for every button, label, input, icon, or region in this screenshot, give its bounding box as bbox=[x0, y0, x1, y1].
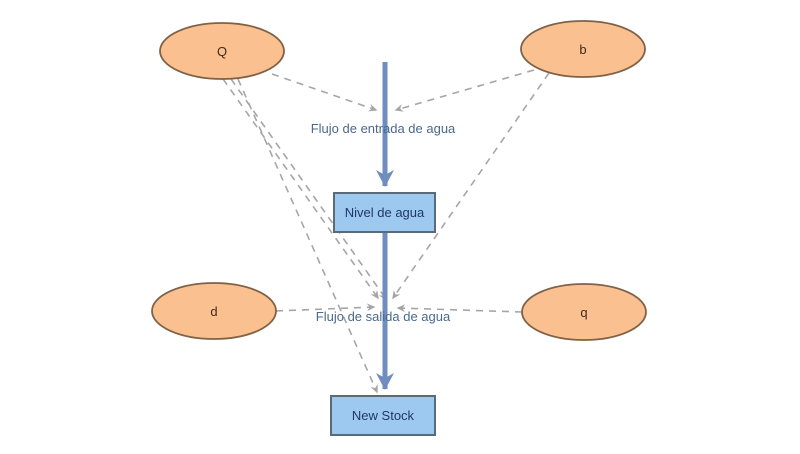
link-q-upper-to-entrada bbox=[271, 73, 378, 112]
stock-new-stock[interactable]: New Stock bbox=[330, 395, 436, 436]
stock-nivel-de-agua-box[interactable] bbox=[333, 192, 436, 233]
variable-d[interactable]: d bbox=[151, 282, 277, 340]
variable-q-lower-label: q bbox=[580, 305, 587, 320]
variable-b[interactable]: b bbox=[520, 20, 646, 78]
link-b-to-salida bbox=[392, 72, 550, 300]
variable-q-lower[interactable]: q bbox=[521, 283, 647, 341]
link-b-to-entrada bbox=[394, 69, 535, 112]
flow-label-salida[interactable]: Flujo de salida de agua bbox=[316, 309, 451, 324]
variable-d-shape[interactable] bbox=[151, 282, 277, 340]
stock-nivel-de-agua-label: Nivel de agua bbox=[345, 205, 425, 220]
influence-links bbox=[222, 69, 550, 394]
link-d-to-salida bbox=[275, 303, 376, 312]
flow-labels: Flujo de entrada de agua Flujo de salida… bbox=[311, 121, 456, 324]
link-q-upper-to-salida-b bbox=[230, 78, 387, 301]
variable-q-upper-label: Q bbox=[217, 44, 227, 59]
stock-new-stock-label: New Stock bbox=[352, 408, 415, 423]
stock-nivel-de-agua[interactable]: Nivel de agua bbox=[333, 192, 436, 233]
variable-q-upper-shape[interactable] bbox=[159, 22, 285, 80]
variable-d-label: d bbox=[210, 304, 217, 319]
variable-q-upper[interactable]: Q bbox=[159, 22, 285, 80]
stock-new-stock-box[interactable] bbox=[330, 395, 436, 436]
variable-b-label: b bbox=[579, 42, 586, 57]
variable-q-lower-shape[interactable] bbox=[521, 283, 647, 341]
link-q-upper-to-salida-a bbox=[222, 78, 379, 300]
link-q-upper-to-new-stock bbox=[237, 78, 378, 394]
flow-label-entrada[interactable]: Flujo de entrada de agua bbox=[311, 121, 456, 136]
variable-b-shape[interactable] bbox=[520, 20, 646, 78]
